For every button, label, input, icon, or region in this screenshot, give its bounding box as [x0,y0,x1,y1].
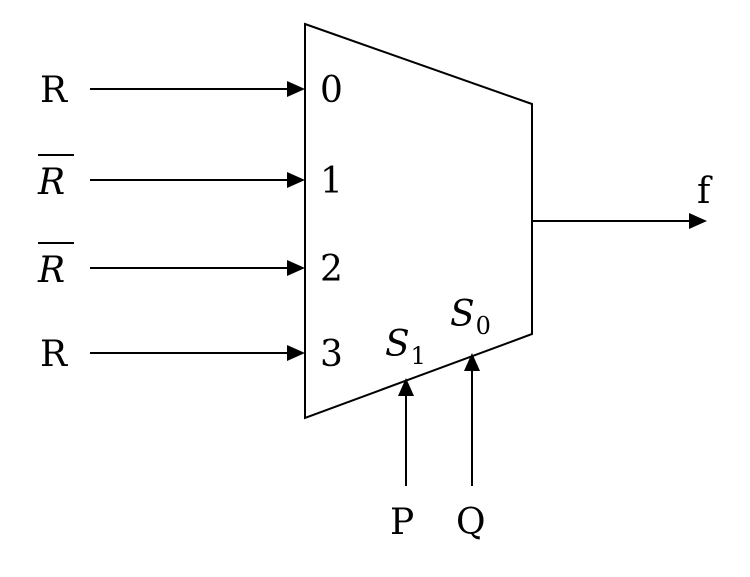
select-s1-arrowhead [398,378,414,396]
select-s0-label: S0 [450,294,491,340]
input-3-arrowhead [287,345,305,361]
input-1-arrowhead [287,172,305,188]
input-0-arrowhead [287,81,305,97]
input-2-index: 2 [320,249,343,290]
input-0-signal: R [40,70,68,111]
input-3-signal: R [40,334,68,375]
input-2-signal: R [37,250,65,291]
output-label: f [697,171,713,212]
input-0-index: 0 [320,70,343,111]
select-s0-driver: Q [456,502,486,543]
select-s1-driver: P [390,502,414,543]
mux-body [304,22,533,420]
select-s1-label: S1 [385,324,426,370]
input-3-index: 3 [320,334,343,375]
select-s0-arrowhead [464,353,480,371]
input-1-index: 1 [320,161,343,202]
output-arrowhead [689,213,707,229]
input-2-arrowhead [287,260,305,276]
input-1-signal: R [37,162,65,203]
